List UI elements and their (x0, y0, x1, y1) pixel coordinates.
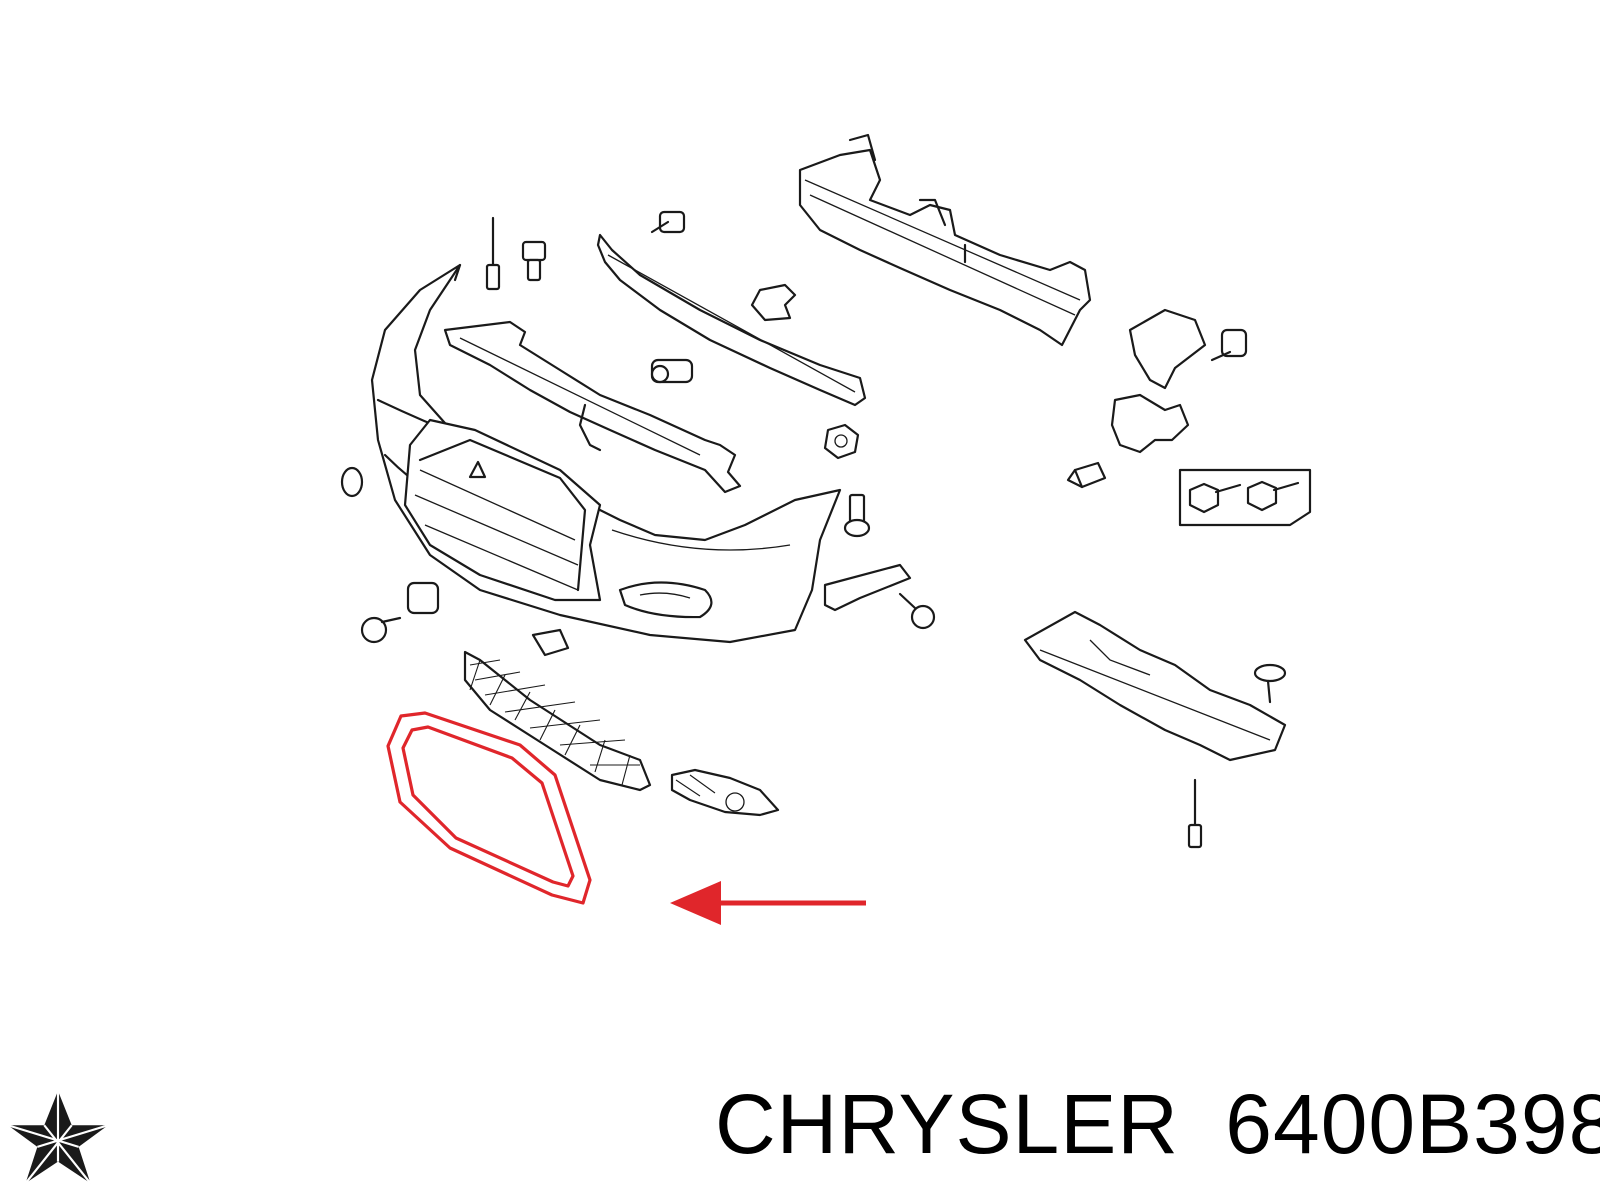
clip-10 (531, 628, 570, 657)
pointer-arrow (670, 881, 866, 925)
chrysler-pentastar-logo (7, 1090, 109, 1184)
bolt-3 (650, 210, 686, 234)
part-caption: CHRYSLER 6400B398 (715, 1082, 1600, 1166)
o-ring (340, 466, 364, 498)
bolt-7 (843, 493, 871, 538)
splash-shield (1023, 610, 1287, 762)
bolt-6 (1210, 328, 1248, 362)
retainer-block (1110, 393, 1190, 454)
highlighted-grille-molding (386, 711, 592, 905)
bolt-9 (360, 616, 402, 644)
bolt-1 (485, 216, 501, 291)
reinforcement-beam (798, 133, 1092, 347)
fog-light-bezel (670, 768, 780, 817)
bracket-clip (750, 283, 797, 322)
energy-absorber (596, 233, 867, 407)
nut-5 (823, 423, 860, 460)
bolt-8 (406, 581, 440, 615)
long-bolt (1187, 778, 1203, 849)
bolt-2 (521, 240, 547, 282)
upper-bracket (443, 320, 742, 494)
side-mount-bracket (1128, 308, 1207, 390)
bulb-12 (1066, 461, 1107, 489)
brand-name: CHRYSLER (715, 1077, 1179, 1171)
bolt-set-box (1178, 468, 1312, 527)
lower-grille (463, 650, 652, 792)
side-bracket (823, 563, 912, 612)
clip-4 (650, 358, 694, 384)
push-clip (1253, 663, 1287, 704)
part-number: 6400B398 (1225, 1077, 1600, 1171)
bolt-11 (898, 592, 936, 630)
bumper-cover (370, 263, 842, 644)
